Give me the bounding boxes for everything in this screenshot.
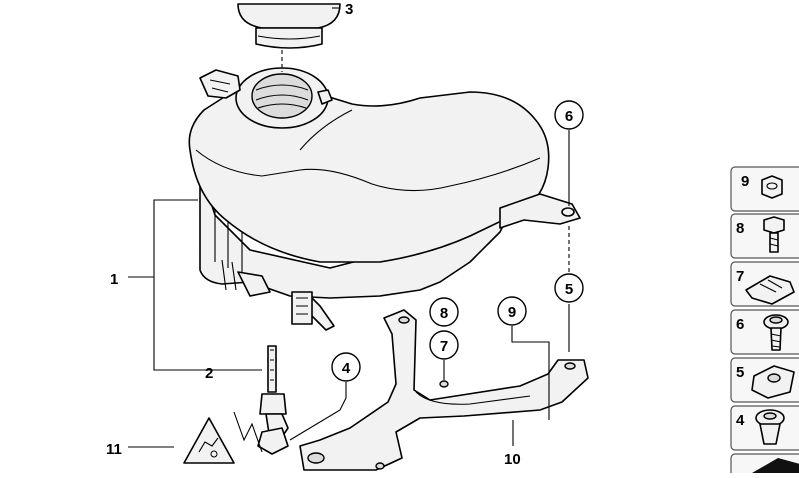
svg-text:7: 7	[736, 268, 744, 285]
callout-3: 3	[345, 1, 353, 18]
clip-nut-icon	[751, 365, 795, 399]
warning-label	[183, 411, 263, 464]
legend-item-5: 5	[730, 357, 799, 403]
callout-9: 9	[497, 296, 527, 326]
callout-8: 8	[429, 297, 459, 327]
mounting-bracket	[299, 309, 589, 471]
nut-icon	[761, 175, 783, 199]
svg-text:5: 5	[736, 364, 744, 381]
svg-text:5: 5	[565, 281, 573, 298]
leader-bracket-1-2	[153, 199, 262, 371]
legend-item-4: 4	[730, 405, 799, 451]
expansion-tank	[188, 67, 581, 331]
svg-text:9: 9	[508, 304, 516, 321]
screw-with-washer-icon	[763, 314, 789, 351]
callout-1: 1	[110, 271, 118, 288]
legend-item-6: 6	[730, 309, 799, 355]
svg-text:7: 7	[440, 338, 448, 355]
leader-line-4	[289, 382, 347, 441]
svg-text:9: 9	[741, 173, 749, 190]
expansion-tank-cap	[237, 3, 341, 49]
callout-2: 2	[205, 365, 213, 382]
level-sensor	[257, 345, 289, 455]
parts-legend: 9 8 7 6	[730, 166, 799, 478]
svg-text:6: 6	[565, 108, 573, 125]
callout-7: 7	[429, 330, 459, 360]
spring-clip-icon	[745, 275, 795, 305]
legend-item-partial	[730, 453, 799, 478]
hex-bolt-icon	[763, 216, 785, 253]
legend-item-7: 7	[730, 261, 799, 307]
callout-11: 11	[106, 441, 122, 458]
callout-6: 6	[554, 100, 584, 130]
grommet-icon	[755, 409, 785, 445]
svg-text:4: 4	[736, 412, 745, 429]
callout-4: 4	[331, 352, 361, 382]
svg-text:4: 4	[342, 360, 351, 377]
callout-10: 10	[504, 451, 521, 468]
svg-text:8: 8	[736, 220, 744, 237]
svg-text:6: 6	[736, 316, 744, 333]
legend-item-8: 8	[730, 213, 799, 259]
callout-5: 5	[554, 273, 584, 303]
svg-text:8: 8	[440, 305, 448, 322]
leader-line-9	[511, 326, 550, 420]
legend-item-9: 9	[730, 166, 799, 212]
